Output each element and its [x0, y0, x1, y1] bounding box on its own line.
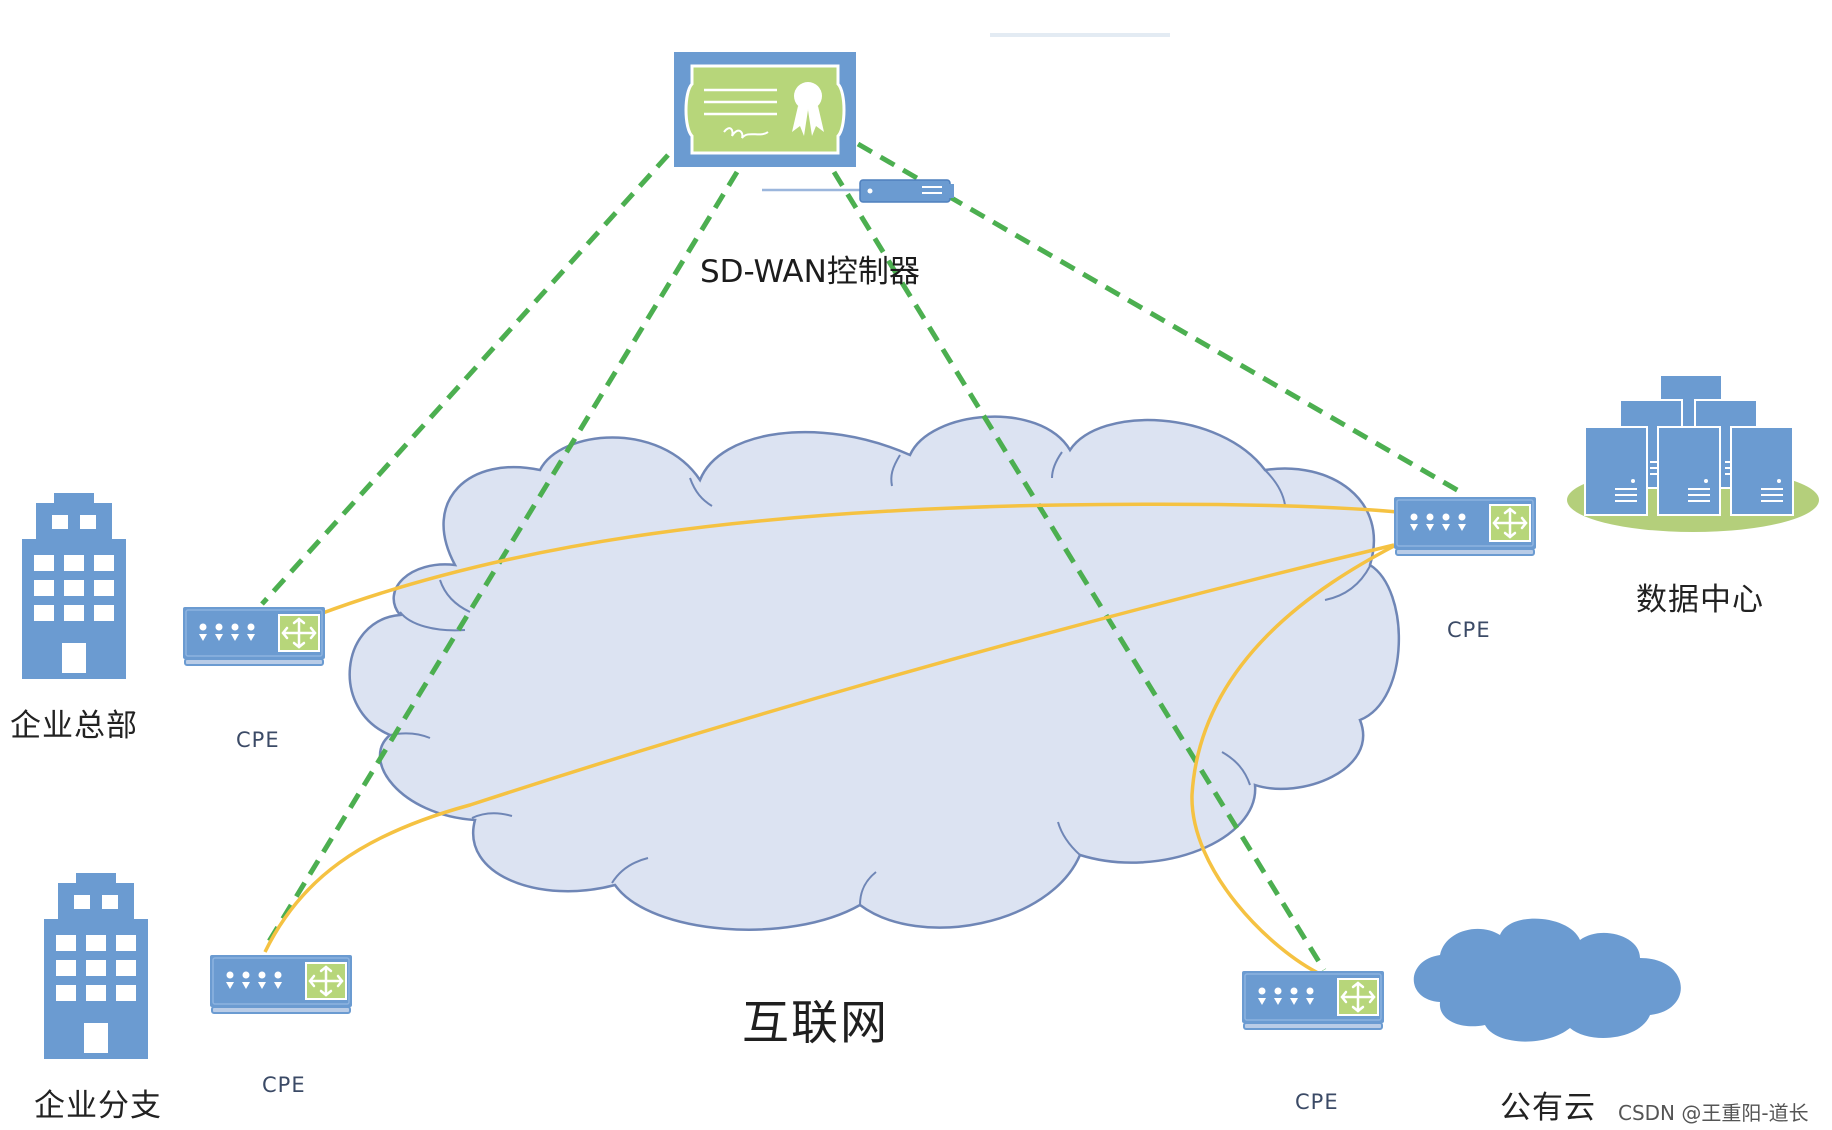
site-label-datacenter: 数据中心 — [1636, 582, 1764, 618]
control-link-hq — [260, 153, 670, 606]
office-building-icon — [44, 873, 148, 1059]
server-icon[interactable] — [762, 179, 954, 203]
office-building-icon — [22, 493, 126, 679]
cpe-device-datacenter[interactable] — [1392, 495, 1538, 557]
internet-label: 互联网 — [742, 996, 889, 1051]
control-link-datacenter — [856, 141, 1466, 497]
site-label-branch: 企业分支 — [34, 1088, 162, 1124]
data-links — [263, 502, 1399, 977]
data-link-cloud-dc — [1190, 544, 1395, 977]
cpe-label-branch: CPE — [262, 1073, 306, 1097]
server-cluster-icon — [1567, 374, 1819, 532]
control-link-cloud — [831, 170, 1327, 972]
watermark: CSDN @王重阳-道长 — [1618, 1101, 1809, 1125]
data-link-branch-dc — [263, 543, 1395, 953]
cpe-label-cloud: CPE — [1295, 1090, 1339, 1114]
site-label-hq: 企业总部 — [10, 708, 138, 744]
internet-cloud — [348, 415, 1401, 931]
data-link-hq-dc — [319, 502, 1399, 616]
certificate-icon[interactable] — [674, 52, 856, 167]
cpe-device-hq[interactable] — [181, 605, 327, 667]
cpe-device-cloud[interactable] — [1240, 969, 1386, 1031]
controller-label: SD-WAN控制器 — [700, 254, 920, 290]
cpe-device-branch[interactable] — [208, 953, 354, 1015]
cpe-label-hq: CPE — [236, 728, 280, 752]
cpe-label-datacenter: CPE — [1447, 618, 1491, 642]
cloud-icon — [1413, 918, 1681, 1042]
site-label-cloud: 公有云 — [1500, 1090, 1596, 1126]
